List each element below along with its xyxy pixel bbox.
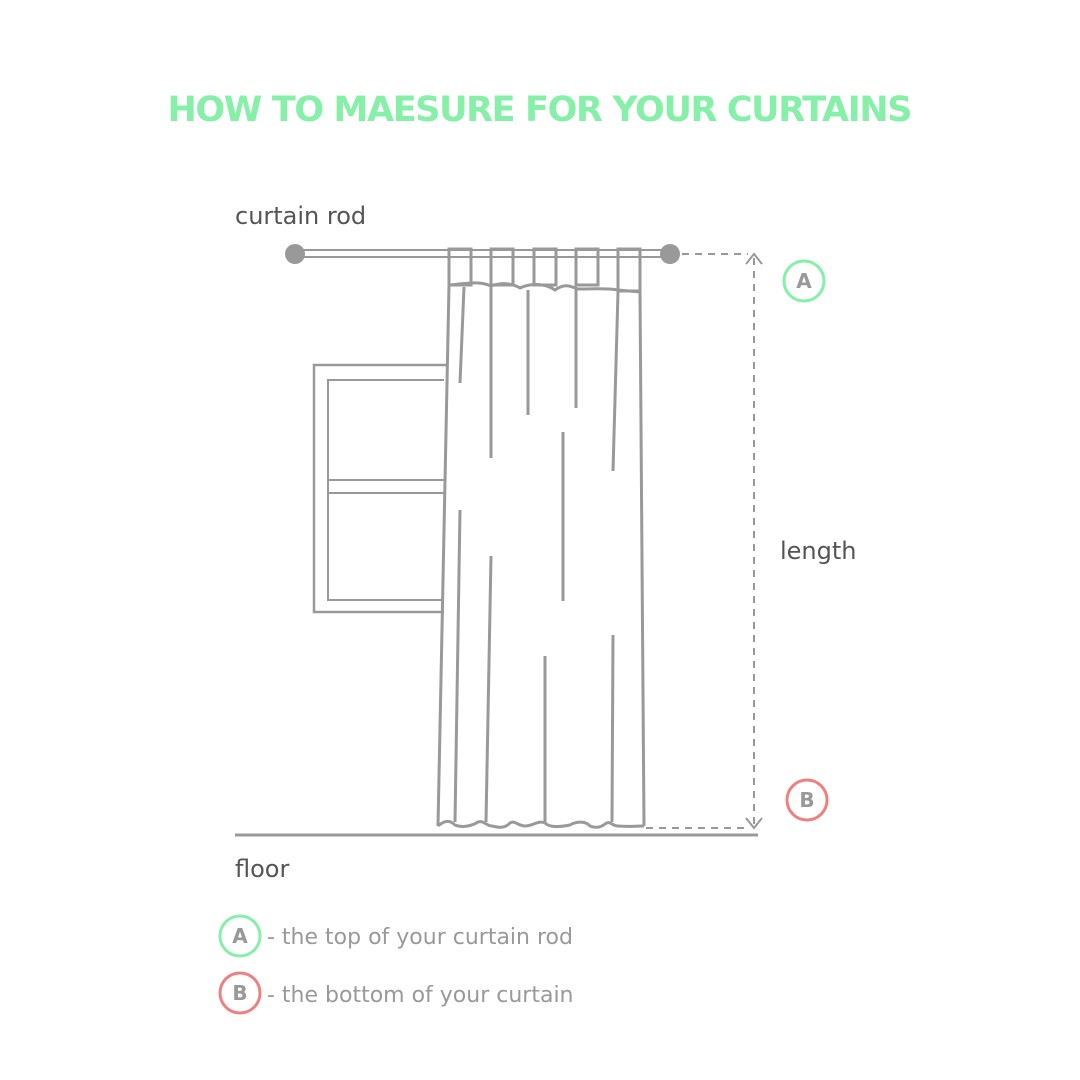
curtain [436,247,646,829]
rod-finial-left [285,244,305,264]
svg-text:B: B [232,981,247,1005]
legend-item-b: B - the bottom of your curtain [218,971,574,1015]
marker-a: A [782,259,826,303]
svg-text:B: B [799,788,814,812]
page-title: HOW TO MAESURE FOR YOUR CURTAINS [168,90,913,130]
legend-item-a: A - the top of your curtain rod [218,914,573,958]
arrow-down-icon [745,817,763,830]
svg-text:A: A [232,924,248,948]
window [312,363,447,614]
length-measure [646,252,763,830]
rod-finial-right [660,244,680,264]
arrow-up-icon [745,252,763,265]
curtain-rod [285,244,680,264]
svg-text:A: A [796,269,812,293]
length-label: length [780,537,857,565]
marker-b: B [785,778,829,822]
svg-text:- the top of your curtain rod: - the top of your curtain rod [267,925,573,950]
curtain-rod-label: curtain rod [235,202,366,230]
floor-label: floor [235,855,289,883]
svg-text:- the bottom of your curtain: - the bottom of your curtain [267,983,574,1008]
